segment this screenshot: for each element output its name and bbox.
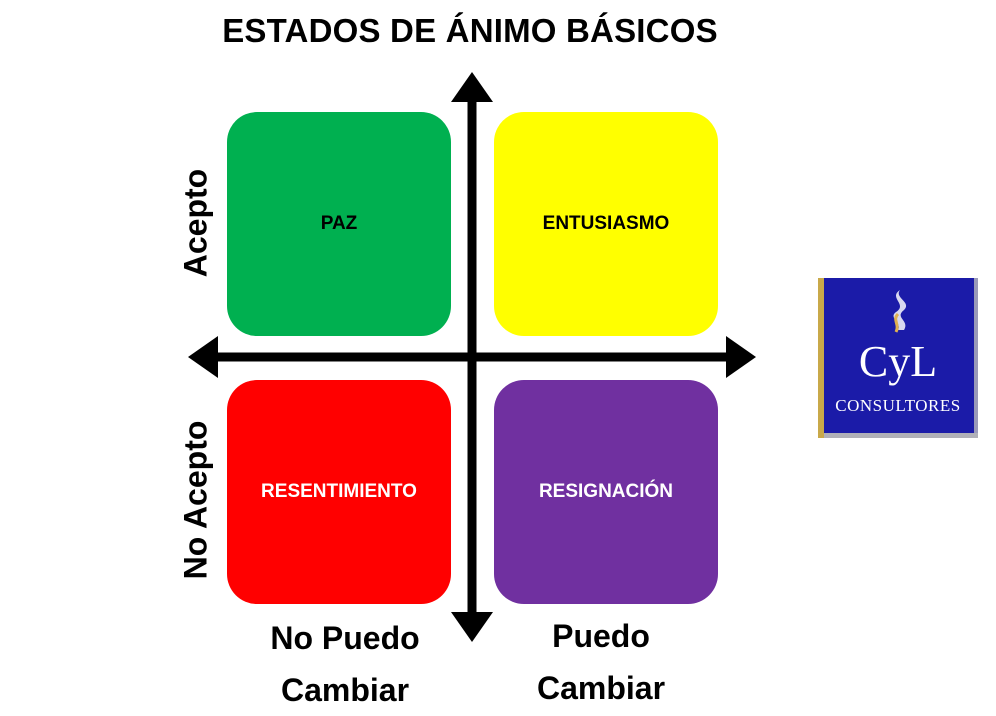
cyl-logo: CyL CONSULTORES	[818, 278, 978, 438]
arrow-left-icon	[188, 336, 218, 378]
quadrant-paz: PAZ	[227, 112, 451, 336]
quadrant-resentimiento: RESENTIMIENTO	[227, 380, 451, 604]
logo-border	[974, 278, 978, 438]
quadrant-label: PAZ	[320, 213, 358, 234]
y-label-acepto: Acepto	[177, 168, 214, 278]
quadrant-label: RESIGNACIÓN	[538, 481, 674, 502]
x-label-puedo-cambiar: Puedo Cambiar	[486, 610, 716, 714]
logo-border	[818, 278, 824, 438]
quadrant-label: ENTUSIASMO	[542, 213, 670, 234]
x-label-line: No Puedo	[270, 620, 420, 656]
quadrant-entusiasmo: ENTUSIASMO	[494, 112, 718, 336]
arrow-down-icon	[451, 612, 493, 642]
y-label-no-acepto: No Acepto	[177, 420, 214, 580]
quadrant-resignacion: RESIGNACIÓN	[494, 380, 718, 604]
x-label-line: Cambiar	[536, 670, 666, 706]
logo-name: CyL	[858, 337, 938, 386]
arrow-right-icon	[726, 336, 756, 378]
x-label-no-puedo-cambiar: No Puedo Cambiar	[230, 612, 460, 716]
arrow-up-icon	[451, 72, 493, 102]
flame-icon	[893, 290, 907, 333]
diagram-title: ESTADOS DE ÁNIMO BÁSICOS	[222, 12, 718, 49]
quadrant-label: RESENTIMIENTO	[261, 481, 417, 502]
x-label-line: Puedo	[552, 618, 650, 654]
x-label-line: Cambiar	[280, 672, 410, 708]
logo-border	[824, 433, 978, 438]
logo-subtitle: CONSULTORES	[835, 396, 961, 415]
